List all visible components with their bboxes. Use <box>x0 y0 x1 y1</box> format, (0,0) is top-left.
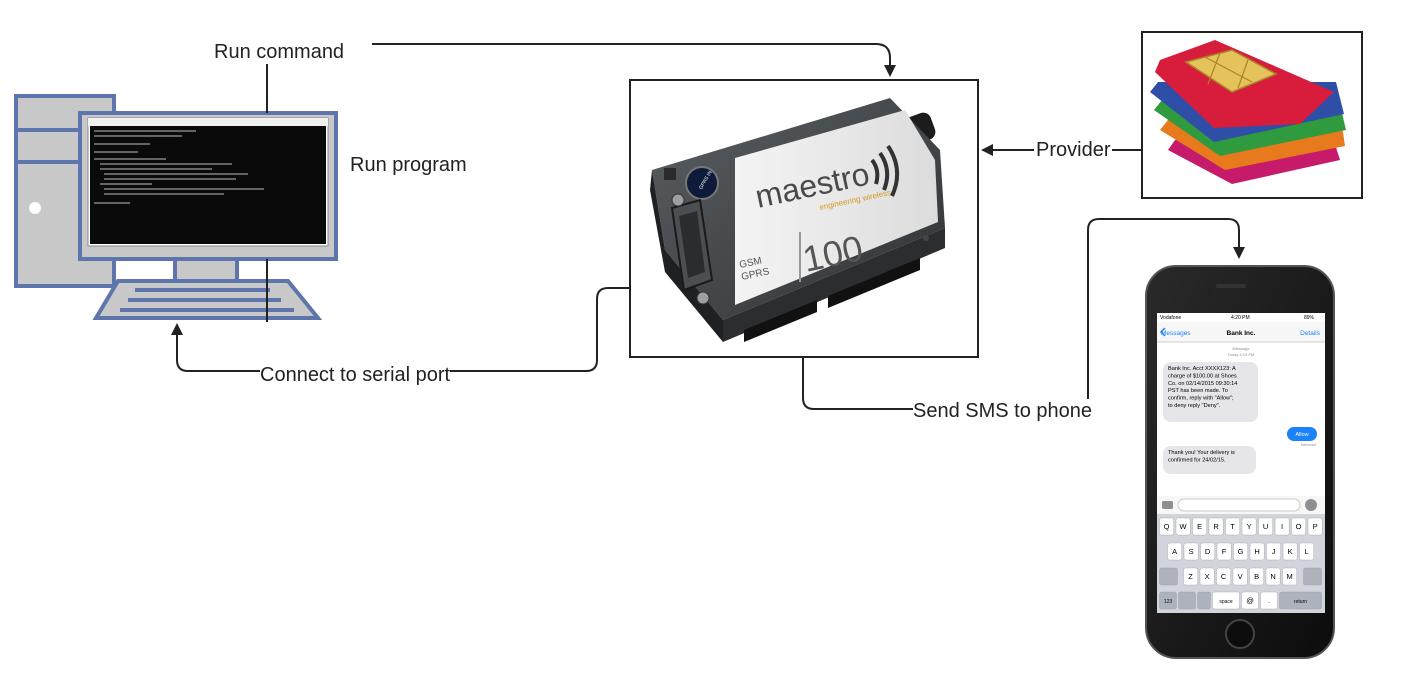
key-d[interactable] <box>1200 542 1215 561</box>
key-j[interactable] <box>1266 542 1281 561</box>
mic-icon[interactable] <box>1197 591 1211 610</box>
key-dot-label: . <box>1268 596 1270 605</box>
phone-contact-name: Bank Inc. <box>1227 330 1256 337</box>
key-c-label: C <box>1221 572 1227 581</box>
key-space[interactable] <box>1212 591 1240 610</box>
key-v[interactable] <box>1232 567 1248 586</box>
key-k-label: K <box>1288 547 1293 556</box>
phone-outgoing-message-1: Allow <box>1295 432 1309 438</box>
key-dot[interactable] <box>1260 591 1278 610</box>
key-f-label: F <box>1222 547 1227 556</box>
phone-thread-meta-1: iMessage <box>1232 346 1250 351</box>
key-b[interactable] <box>1249 567 1264 586</box>
delete-icon[interactable] <box>1303 567 1322 586</box>
key-g-label: G <box>1238 547 1244 556</box>
label-provider: Provider <box>1034 138 1113 162</box>
key-l[interactable] <box>1299 542 1314 561</box>
key-q[interactable] <box>1159 517 1174 536</box>
camera-icon <box>1162 501 1173 509</box>
key-x[interactable] <box>1199 567 1215 586</box>
key-r[interactable] <box>1208 517 1224 536</box>
key-123[interactable] <box>1159 591 1177 610</box>
key-k[interactable] <box>1282 542 1298 561</box>
phone-thread-meta-2: Today 4:15 PM <box>1228 352 1255 357</box>
key-w-label: W <box>1180 522 1188 531</box>
serial-port-icon <box>664 168 714 305</box>
globe-icon[interactable] <box>1178 591 1196 610</box>
key-y-label: Y <box>1247 522 1252 531</box>
key-n-label: N <box>1270 572 1275 581</box>
key-return[interactable] <box>1279 591 1322 610</box>
key-q-label: Q <box>1164 522 1170 531</box>
key-p-label: P <box>1313 522 1318 531</box>
phone-status-carrier: Vodafone <box>1160 315 1181 321</box>
key-space-label: space <box>1219 599 1233 605</box>
key-at-label: @ <box>1246 596 1254 605</box>
label-connect-serial: Connect to serial port <box>260 363 451 387</box>
key-m-label: M <box>1286 572 1292 581</box>
key-d-label: D <box>1205 547 1211 556</box>
key-a[interactable] <box>1167 542 1182 561</box>
key-i-label: I <box>1281 522 1283 531</box>
key-c[interactable] <box>1216 567 1231 586</box>
key-e[interactable] <box>1192 517 1207 536</box>
key-p[interactable] <box>1307 517 1323 536</box>
key-z-label: Z <box>1188 572 1193 581</box>
key-e-label: E <box>1197 522 1202 531</box>
key-at[interactable] <box>1241 591 1259 610</box>
key-f[interactable] <box>1216 542 1232 561</box>
label-run-command: Run command <box>214 40 345 64</box>
key-n[interactable] <box>1265 567 1281 586</box>
computer-icon <box>14 94 338 320</box>
key-h-label: H <box>1254 547 1259 556</box>
key-t[interactable] <box>1225 517 1240 536</box>
key-o-label: O <box>1296 522 1302 531</box>
key-r-label: R <box>1213 522 1219 531</box>
key-m[interactable] <box>1282 567 1297 586</box>
key-u[interactable] <box>1258 517 1273 536</box>
key-z[interactable] <box>1183 567 1198 586</box>
sim-card-icon <box>1150 40 1346 184</box>
phone-status-time: 4:20 PM <box>1231 315 1250 321</box>
label-send-sms: Send SMS to phone <box>913 399 1093 423</box>
key-s[interactable] <box>1183 542 1199 561</box>
signal-waves-icon <box>870 144 900 197</box>
modem-device <box>650 98 945 342</box>
key-x-label: X <box>1205 572 1210 581</box>
key-g[interactable] <box>1233 542 1248 561</box>
key-v-label: V <box>1238 572 1243 581</box>
terminal-window-icon <box>87 117 329 247</box>
shift-icon[interactable] <box>1159 567 1178 586</box>
key-u-label: U <box>1263 522 1268 531</box>
phone-details-button[interactable]: Details <box>1300 330 1321 337</box>
modem-band-gsm: GSM <box>738 255 763 270</box>
key-j-label: J <box>1272 547 1276 556</box>
key-a-label: A <box>1172 547 1177 556</box>
phone-back-button[interactable]: Messages <box>1161 330 1191 337</box>
label-run-program: Run program <box>350 153 467 177</box>
key-o[interactable] <box>1291 517 1306 536</box>
key-l-label: L <box>1305 547 1309 556</box>
key-i[interactable] <box>1274 517 1290 536</box>
key-return-label: return <box>1294 599 1307 605</box>
key-h[interactable] <box>1249 542 1265 561</box>
key-w[interactable] <box>1175 517 1191 536</box>
key-s-label: S <box>1189 547 1194 556</box>
key-123-label: 123 <box>1164 599 1173 605</box>
key-y[interactable] <box>1241 517 1257 536</box>
phone-status-battery: 89% <box>1304 315 1315 321</box>
key-t-label: T <box>1230 522 1235 531</box>
phone-delivered-status: Delivered <box>1301 443 1316 447</box>
key-b-label: B <box>1254 572 1259 581</box>
